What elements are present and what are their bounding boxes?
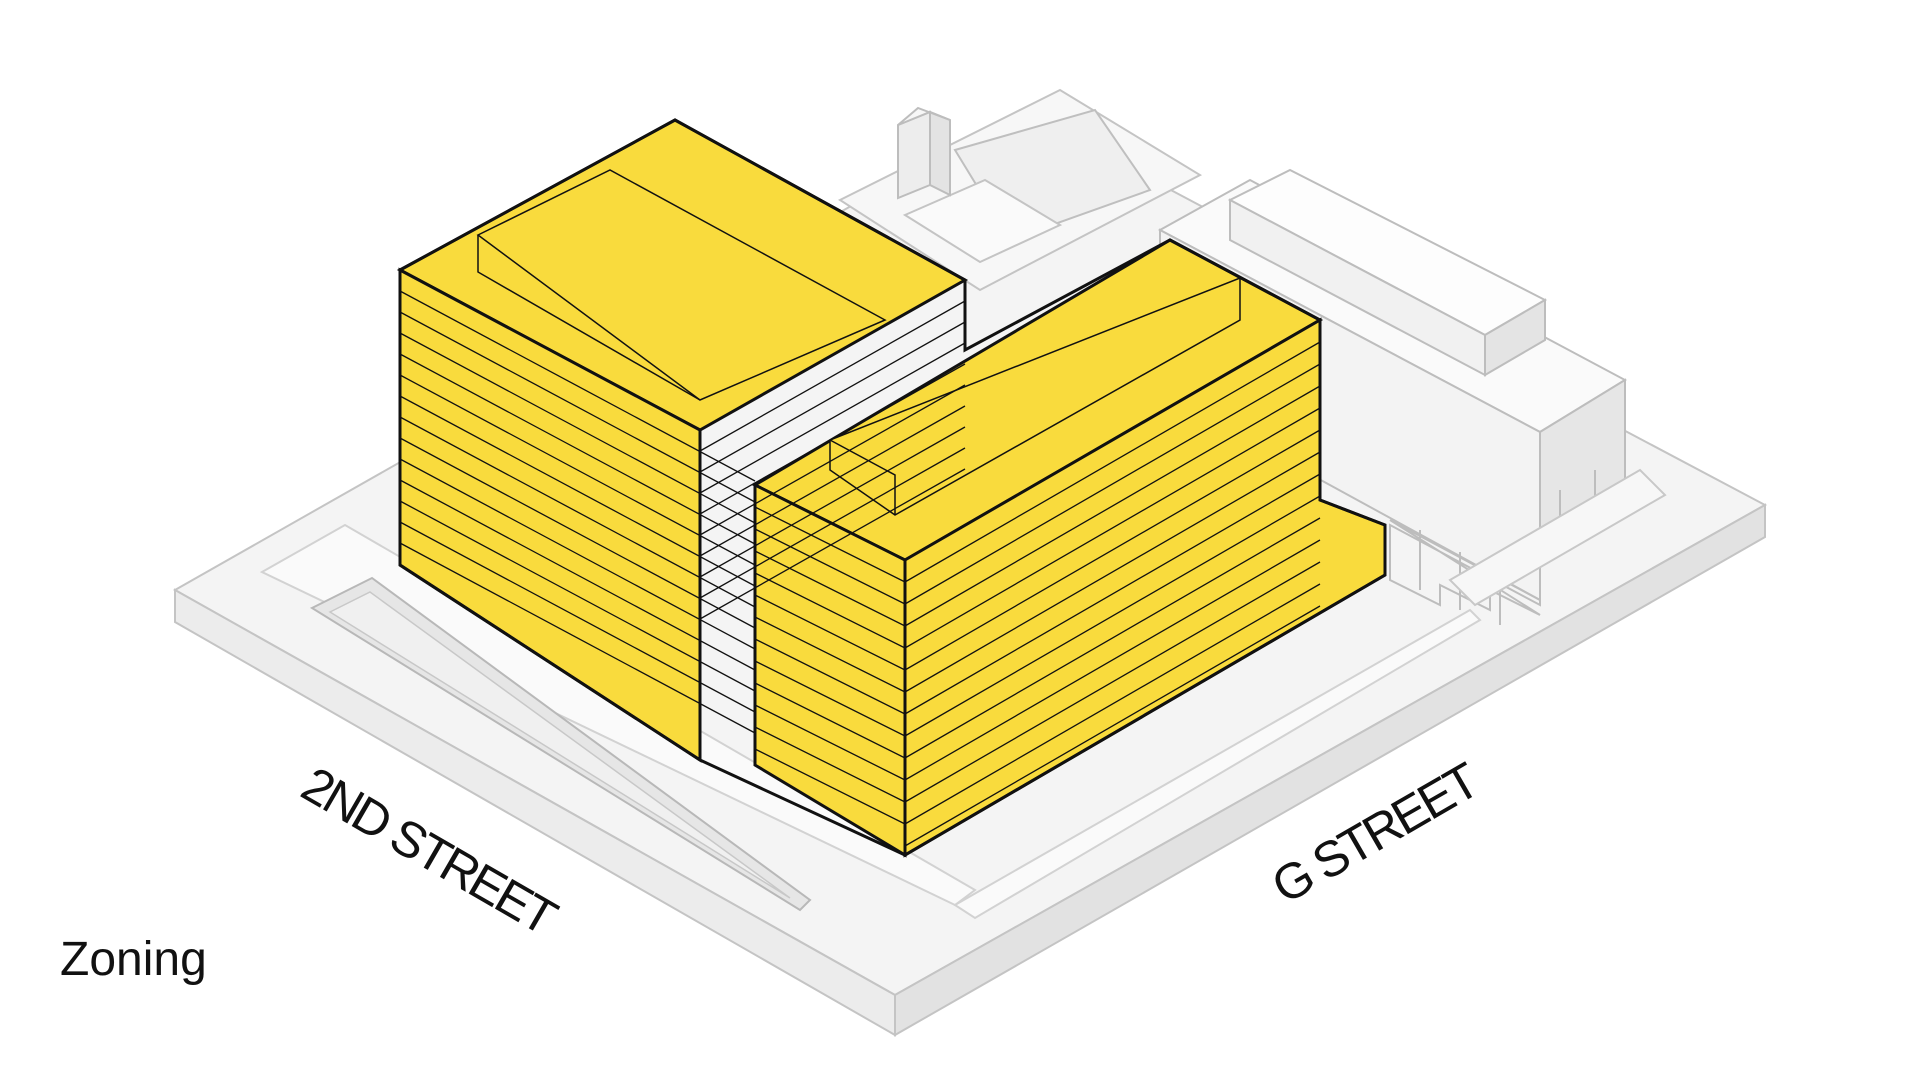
floor-line-b-side xyxy=(904,451,1321,693)
floor-line-a xyxy=(399,521,756,713)
floor-line-b-side xyxy=(904,385,1321,627)
floor-line-b-side xyxy=(904,407,1321,649)
tower-front xyxy=(897,110,931,200)
floor-line-b-front xyxy=(754,616,906,693)
floor-line-b-front xyxy=(754,660,906,737)
floor-line-b-side xyxy=(904,539,1321,781)
floor-line-a xyxy=(399,500,756,692)
floor-line-b-side xyxy=(904,495,1321,737)
floor-line-b-side xyxy=(904,341,1321,583)
floor-line-b-front xyxy=(754,528,906,605)
floor-line-a xyxy=(399,437,756,629)
rear-annex xyxy=(902,178,1063,264)
floor-line-a-side xyxy=(699,384,966,536)
floor-line-a-side xyxy=(699,321,966,473)
floor-lines xyxy=(399,290,1321,847)
floor-line-b-side xyxy=(904,473,1321,715)
floor-line-a xyxy=(399,374,756,566)
floor-line-b-front xyxy=(754,572,906,649)
office-colonnade xyxy=(1389,519,1541,616)
floor-line-b-front xyxy=(754,704,906,781)
floor-line-a xyxy=(399,416,756,608)
floor-line-b-front xyxy=(754,726,906,803)
floor-line-b-side xyxy=(904,517,1321,759)
floor-line-a-side xyxy=(699,363,966,515)
floor-line-a xyxy=(399,290,756,482)
sidewalk-g xyxy=(953,608,1482,920)
floor-line-a xyxy=(399,311,756,503)
ramp-inner xyxy=(328,591,791,899)
floor-line-b-front xyxy=(754,638,906,715)
floor-line-a-side xyxy=(699,342,966,494)
tower-side xyxy=(929,110,951,197)
massing-outline xyxy=(398,118,1387,857)
floor-line-a-side xyxy=(699,447,966,599)
massing-a-penthouse xyxy=(476,169,887,401)
proposed-massing xyxy=(396,118,1387,858)
office-penthouse-side xyxy=(1484,298,1546,377)
floor-line-a-side xyxy=(699,468,966,620)
floor-line-b-front xyxy=(754,550,906,627)
floor-line-a xyxy=(399,353,756,545)
floor-line-a-side xyxy=(699,300,966,452)
floor-line-a xyxy=(399,395,756,587)
floor-line-a xyxy=(399,479,756,671)
floor-line-b-front xyxy=(754,682,906,759)
sidewalk-2nd xyxy=(259,523,977,907)
floor-line-a-side xyxy=(699,426,966,578)
floor-line-b-front xyxy=(754,594,906,671)
floor-line-a xyxy=(399,458,756,650)
context-buildings xyxy=(837,88,1667,625)
floor-line-b-side xyxy=(904,363,1321,605)
office-plaza xyxy=(1448,468,1667,607)
tower-top xyxy=(897,106,951,126)
diagram-caption: Zoning xyxy=(60,933,207,986)
floor-line-b-front xyxy=(754,748,906,825)
floor-line-b-side xyxy=(904,605,1321,847)
floor-line-b-side xyxy=(904,429,1321,671)
floor-line-a xyxy=(399,332,756,524)
block-right-edge xyxy=(894,503,1766,1037)
floor-line-b-front xyxy=(754,506,906,583)
massing-b-parapet xyxy=(829,276,1241,516)
floor-line-b-side xyxy=(904,583,1321,825)
floor-line-b-side xyxy=(904,561,1321,803)
floor-line-a-side xyxy=(699,405,966,557)
floor-line-a xyxy=(399,542,756,734)
